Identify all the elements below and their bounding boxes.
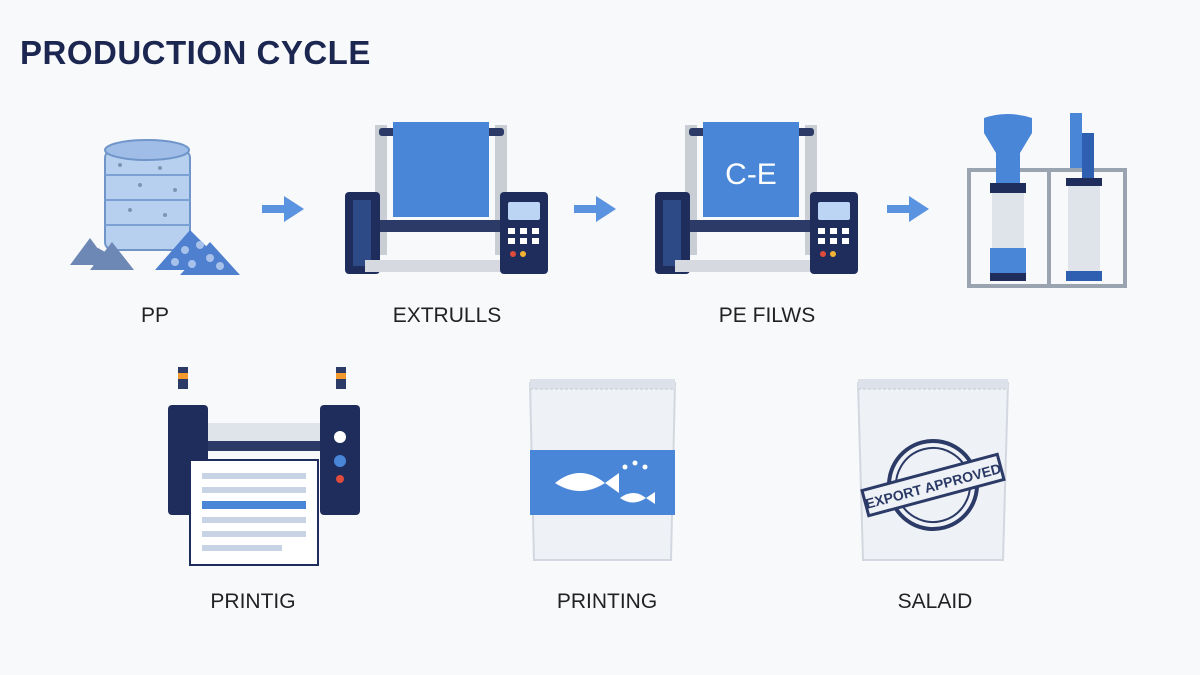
stage-label-extrulls: EXTRULLS xyxy=(392,304,502,327)
pellet-silo-icon xyxy=(70,139,240,275)
arrow-right-icon xyxy=(262,196,304,222)
arrow-right-icon xyxy=(574,196,616,222)
bag-forming-machine-icon xyxy=(967,113,1127,288)
export-bag-stage: EXPORT APPROVED xyxy=(853,375,1013,570)
printing-press-icon xyxy=(168,367,360,566)
fish-icon xyxy=(620,493,646,503)
stage-label-pp: PP xyxy=(140,304,169,327)
pe-films-stage: C-E xyxy=(655,120,860,280)
stage-label-pe-filws: PE FILWS xyxy=(718,304,816,327)
fish-icon xyxy=(555,473,605,491)
film-machine-icon: C-E xyxy=(655,122,858,274)
stage-label-printig: PRINTIG xyxy=(210,590,296,613)
extrusion-stage xyxy=(345,120,550,280)
page-title: PRODUCTION CYCLE xyxy=(20,34,371,71)
arrow-right-icon xyxy=(887,196,929,222)
pp-pellets-stage xyxy=(60,130,250,280)
film-print-text: C-E xyxy=(725,158,777,191)
stage-label-printing: PRINTING xyxy=(556,590,658,613)
printed-bag-stage xyxy=(525,375,680,570)
bag-making-stage xyxy=(962,108,1132,293)
extruder-machine-icon xyxy=(345,122,548,274)
stage-label-salaid: SALAID xyxy=(897,590,973,613)
printing-press-stage xyxy=(160,365,370,570)
export-bag-icon: EXPORT APPROVED xyxy=(856,379,1010,561)
printed-fish-bag-icon xyxy=(528,379,677,561)
